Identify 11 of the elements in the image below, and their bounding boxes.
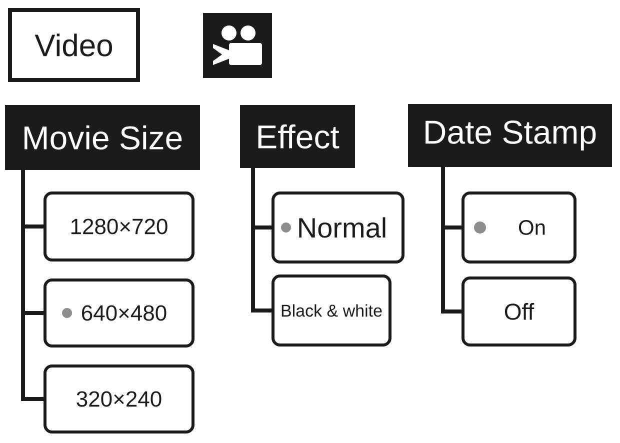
option-box: 320×240 xyxy=(44,364,194,434)
option-box: 640×480 xyxy=(44,278,194,348)
option-box: Off xyxy=(462,276,576,346)
category-header: Effect xyxy=(240,105,355,168)
option-box: 1280×720 xyxy=(44,192,194,262)
title-box: Video xyxy=(8,8,140,82)
category-header: Date Stamp xyxy=(408,104,612,167)
option-box: On xyxy=(462,192,576,264)
option-box: Normal xyxy=(272,192,404,264)
category-header: Movie Size xyxy=(5,105,200,170)
option-box: Black & white xyxy=(272,274,392,346)
